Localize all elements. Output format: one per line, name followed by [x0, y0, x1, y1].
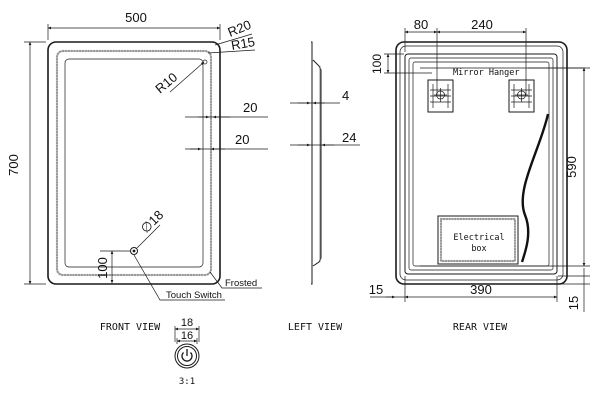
switch-dia-label: ∅18: [138, 207, 167, 236]
electrical-box-inner: [439, 217, 517, 263]
front-height-label: 700: [6, 154, 21, 176]
side-glass-profile: [311, 41, 313, 285]
touch-switch-leader: [133, 254, 225, 301]
dim-390-label: 390: [470, 282, 492, 297]
mirror-hanger-label: Mirror Hanger: [453, 68, 520, 78]
power-icon: [181, 352, 193, 362]
front-inner-glass: [64, 58, 204, 268]
switch-detail: 18 16 3:1: [174, 317, 200, 387]
hanger-left: [427, 79, 454, 113]
frosted-leader: [209, 271, 262, 289]
rear-outer-inner-line: [399, 45, 564, 281]
offset-mid-label: 20: [235, 132, 249, 147]
detail-scale-label: 3:1: [179, 377, 195, 387]
dim-590-label: 590: [564, 156, 579, 178]
left-view: 4 24 LEFT VIEW: [288, 41, 360, 333]
left-view-caption: LEFT VIEW: [288, 322, 343, 333]
dim-100-label: 100: [370, 54, 384, 74]
dim-15-right-label: 15: [566, 296, 581, 310]
electrical-box-label-1: Electrical: [453, 233, 504, 243]
detail-16-label: 16: [181, 330, 193, 342]
hanger-right: [508, 79, 535, 113]
front-view: 500 700 R20 R15 R10 20 20 ∅18 100 To: [6, 10, 268, 333]
rear-view: 80 240 100 Mirror Hanger: [369, 17, 590, 333]
rear-outer-outline: [395, 41, 568, 285]
switch-offset-label: 100: [95, 257, 110, 279]
front-frosted-border: [55, 49, 213, 277]
touch-switch-label: Touch Switch: [166, 290, 222, 301]
front-mirror-outline: [47, 41, 221, 285]
r10-leader: [169, 61, 205, 93]
r15-leader: [207, 49, 256, 54]
r10-corner-mark: [202, 59, 208, 65]
rear-view-caption: REAR VIEW: [453, 322, 508, 333]
switch-dia-leader: [136, 224, 161, 249]
detail-switch-inner: [177, 346, 197, 366]
rear-frame-outer: [404, 53, 558, 275]
dim-24-label: 24: [342, 130, 356, 145]
dim-240-label: 240: [471, 17, 493, 32]
dim-4-label: 4: [342, 88, 349, 103]
dim-15-left-label: 15: [369, 282, 383, 297]
touch-switch-dot: [132, 249, 136, 253]
electrical-box-label-2: box: [471, 244, 486, 254]
side-body-profile: [312, 59, 322, 267]
offset-top-label: 20: [243, 100, 257, 115]
r15-label: R15: [230, 34, 256, 53]
electrical-box: [437, 215, 519, 265]
rear-frame-inner: [408, 57, 554, 271]
detail-switch-outer: [174, 343, 200, 369]
detail-18-label: 18: [181, 317, 193, 329]
r10-label: R10: [152, 69, 180, 96]
dim-80-label: 80: [414, 17, 428, 32]
frosted-label: Frosted: [225, 278, 257, 289]
r20-leader: [214, 33, 253, 46]
front-width-label: 500: [125, 10, 147, 25]
front-view-caption: FRONT VIEW: [100, 322, 161, 333]
power-cable: [520, 113, 550, 263]
